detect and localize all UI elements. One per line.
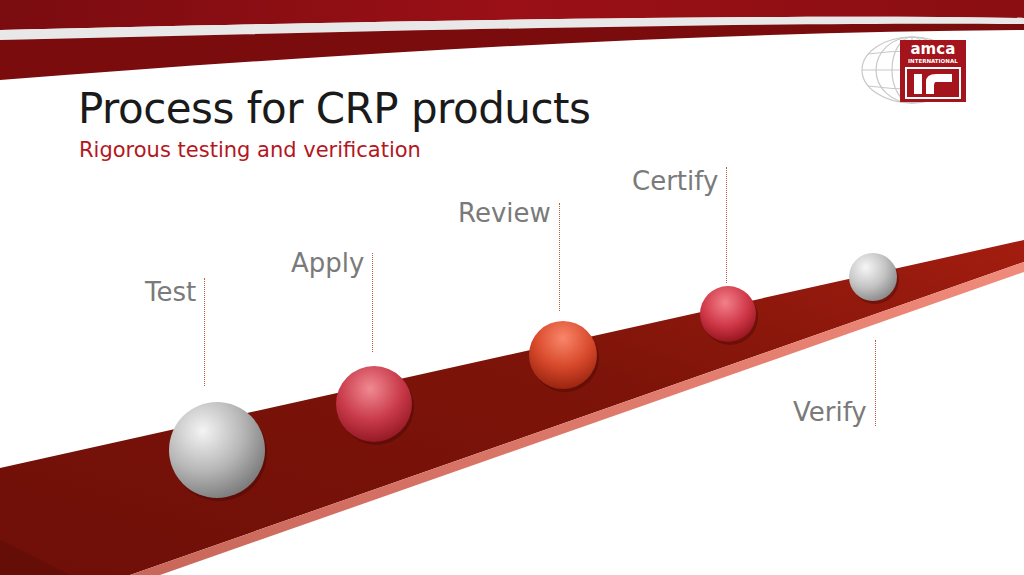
- sphere-shape: [336, 366, 412, 442]
- sphere-body: [849, 253, 897, 301]
- process-sphere: Verify: [849, 253, 897, 301]
- process-band: [0, 240, 1024, 575]
- logo-box: [900, 40, 966, 102]
- logo-symbol: [906, 68, 960, 98]
- slide-subtitle: Rigorous testing and verification: [79, 138, 421, 162]
- step-label: Certify: [632, 166, 718, 196]
- sphere-shape: [849, 253, 897, 301]
- step-label: Apply: [291, 248, 364, 278]
- process-sphere: Apply: [336, 366, 412, 442]
- leader-line: [875, 340, 876, 426]
- sphere-body: [700, 286, 756, 342]
- logo-word: amca: [911, 40, 956, 58]
- leader-line: [559, 203, 560, 311]
- sphere-shape: [700, 286, 756, 342]
- sphere-shape: [169, 402, 265, 498]
- sphere-shape: [529, 321, 597, 389]
- leader-line: [204, 278, 205, 386]
- leader-line: [726, 167, 727, 283]
- slide-title: Process for CRP products: [78, 84, 590, 133]
- step-label: Test: [145, 277, 196, 307]
- process-sphere: Test: [169, 402, 265, 498]
- step-label: Verify: [793, 397, 867, 427]
- band-shadow: [0, 540, 70, 575]
- logo-subword: INTERNATIONAL: [908, 58, 958, 64]
- sphere-body: [169, 402, 265, 498]
- leader-line: [372, 253, 373, 352]
- step-label: Review: [458, 198, 551, 228]
- sphere-body: [529, 321, 597, 389]
- sphere-body: [336, 366, 412, 442]
- band-highlight: [130, 262, 1024, 575]
- process-sphere: Certify: [700, 286, 756, 342]
- process-sphere: Review: [529, 321, 597, 389]
